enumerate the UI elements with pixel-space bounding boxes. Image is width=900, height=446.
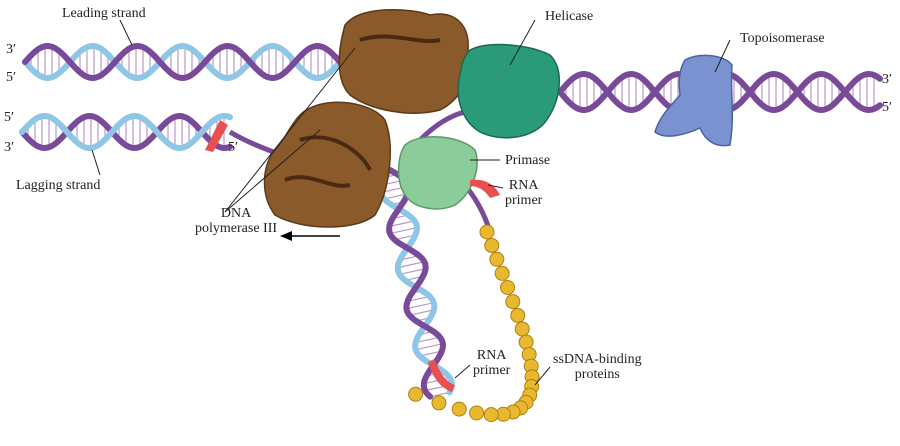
ssb-protein-bead [505,294,521,310]
rna-primer-lagging [205,120,228,152]
ssb-protein-bead [494,265,510,281]
rna-primer-bottom [428,360,455,392]
end-label: 5′ [228,140,239,155]
ssb-label-line1: ssDNA-binding [553,352,642,367]
rna-primer-top [470,179,500,198]
ssb-protein-bead [479,224,495,240]
rna-primer-label-bottom-line2: primer [473,363,511,378]
rna-primer-label-bottom-line1: RNA [476,348,507,363]
helicase-label: Helicase [545,9,594,24]
end-label: 3′ [4,140,15,155]
dna-polymerase-upper [338,8,471,114]
rna-primer-label-top-line1: RNA [508,178,539,193]
ssb-protein-bead [451,401,467,417]
end-label: 5′ [6,70,17,85]
leading-strand-helix [22,42,348,82]
topoisomerase-label: Topoisomerase [740,31,825,46]
dna-polymerase-label-line1: DNA [220,206,252,221]
end-label: 5′ [4,110,15,125]
primase-protein [397,136,478,210]
end-label: 3′ [6,42,17,57]
ssb-protein-bead [431,395,447,411]
end-label: 3′ [882,72,893,87]
ssb-protein-bead [484,237,500,253]
lagging-strand-helix [19,112,233,152]
ssb-protein-bead [514,321,530,337]
end-label: 5′ [882,100,893,115]
ssb-protein-bead [510,307,526,323]
ssb-protein-bead [469,405,485,421]
ssb-protein-bead [500,279,516,295]
ssb-protein-bead [408,386,424,402]
rna-primer-label-top-line2: primer [505,193,543,208]
helicase-protein [457,43,561,139]
leading-strand-label: Leading strand [62,6,146,21]
ssb-label-line2: proteins [574,367,620,382]
primase-label: Primase [505,153,551,168]
dna-polymerase-label-line2: polymerase III [195,221,278,236]
lagging-strand-label: Lagging strand [16,178,101,193]
ssb-protein-bead [518,334,534,350]
ssb-protein-bead [489,251,505,267]
dna-polymerase-lower [263,101,391,228]
ssb-protein-bead [483,407,499,423]
topoisomerase-protein [654,54,734,147]
direction-arrow [280,231,292,241]
